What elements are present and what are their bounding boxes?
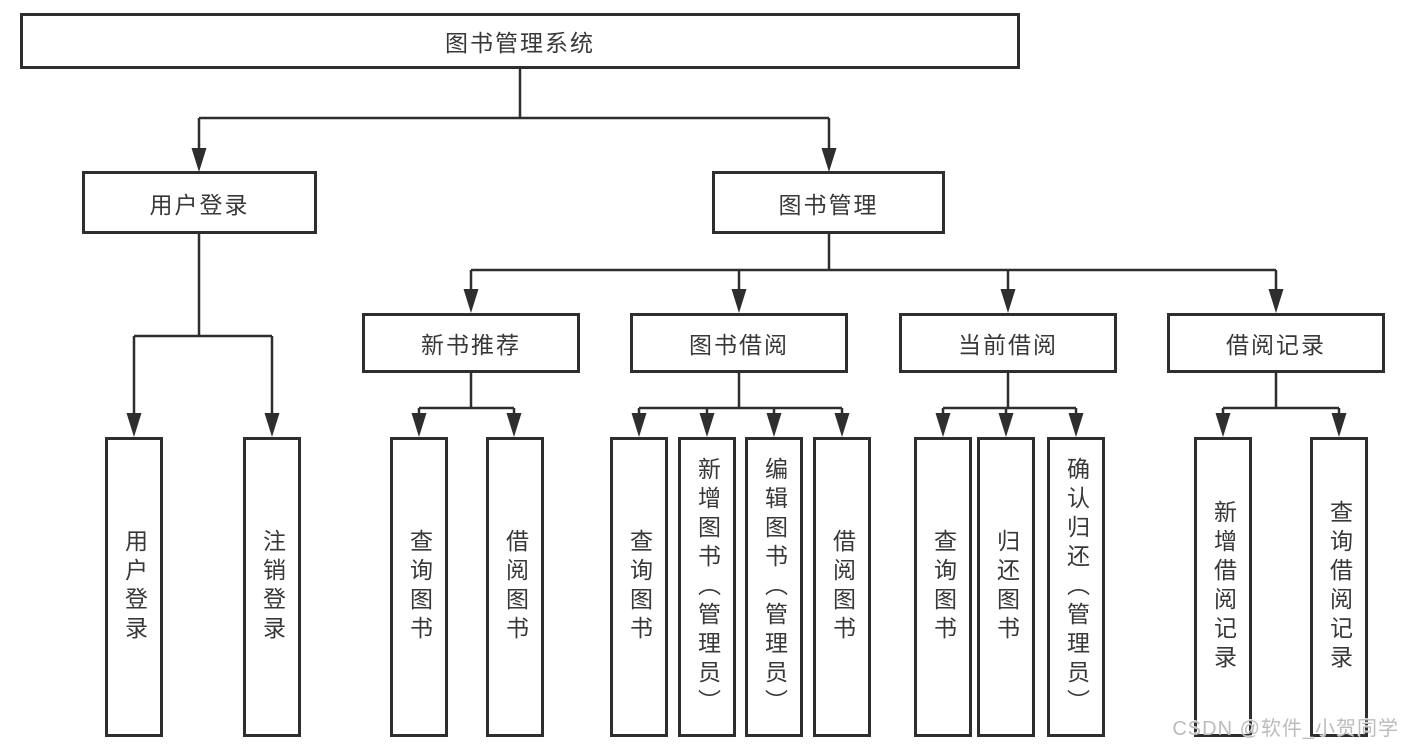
leaf-query-books-current: 查询图书 bbox=[914, 437, 972, 737]
csdn-watermark: CSDN @软件_小贺同学 bbox=[1172, 718, 1399, 740]
leaf-query-books-borrow: 查询图书 bbox=[610, 437, 668, 737]
node-user-login: 用户登录 bbox=[82, 171, 317, 234]
leaf-query-books-recommend: 查询图书 bbox=[390, 437, 448, 737]
leaf-borrow-books-recommend: 借阅图书 bbox=[486, 437, 544, 737]
leaf-borrow-books: 借阅图书 bbox=[813, 437, 871, 737]
leaf-add-borrow-record: 新增借阅记录 bbox=[1194, 437, 1252, 737]
leaf-user-login: 用户登录 bbox=[105, 437, 163, 737]
leaf-return-books: 归还图书 bbox=[977, 437, 1035, 737]
node-book-management: 图书管理 bbox=[712, 171, 945, 234]
leaf-edit-books-admin: 编辑图书（管理员） bbox=[745, 437, 803, 737]
node-book-borrowing: 图书借阅 bbox=[630, 313, 848, 373]
leaf-logout: 注销登录 bbox=[243, 437, 301, 737]
leaf-query-borrow-record: 查询借阅记录 bbox=[1310, 437, 1368, 737]
node-system-root: 图书管理系统 bbox=[20, 13, 1020, 69]
arrowheads bbox=[126, 148, 1347, 437]
node-current-borrowing: 当前借阅 bbox=[899, 313, 1117, 373]
leaf-confirm-return-admin: 确认归还（管理员） bbox=[1047, 437, 1105, 737]
node-borrowing-records: 借阅记录 bbox=[1167, 313, 1385, 373]
node-new-book-recommend: 新书推荐 bbox=[362, 313, 580, 373]
leaf-add-books-admin: 新增图书（管理员） bbox=[678, 437, 736, 737]
